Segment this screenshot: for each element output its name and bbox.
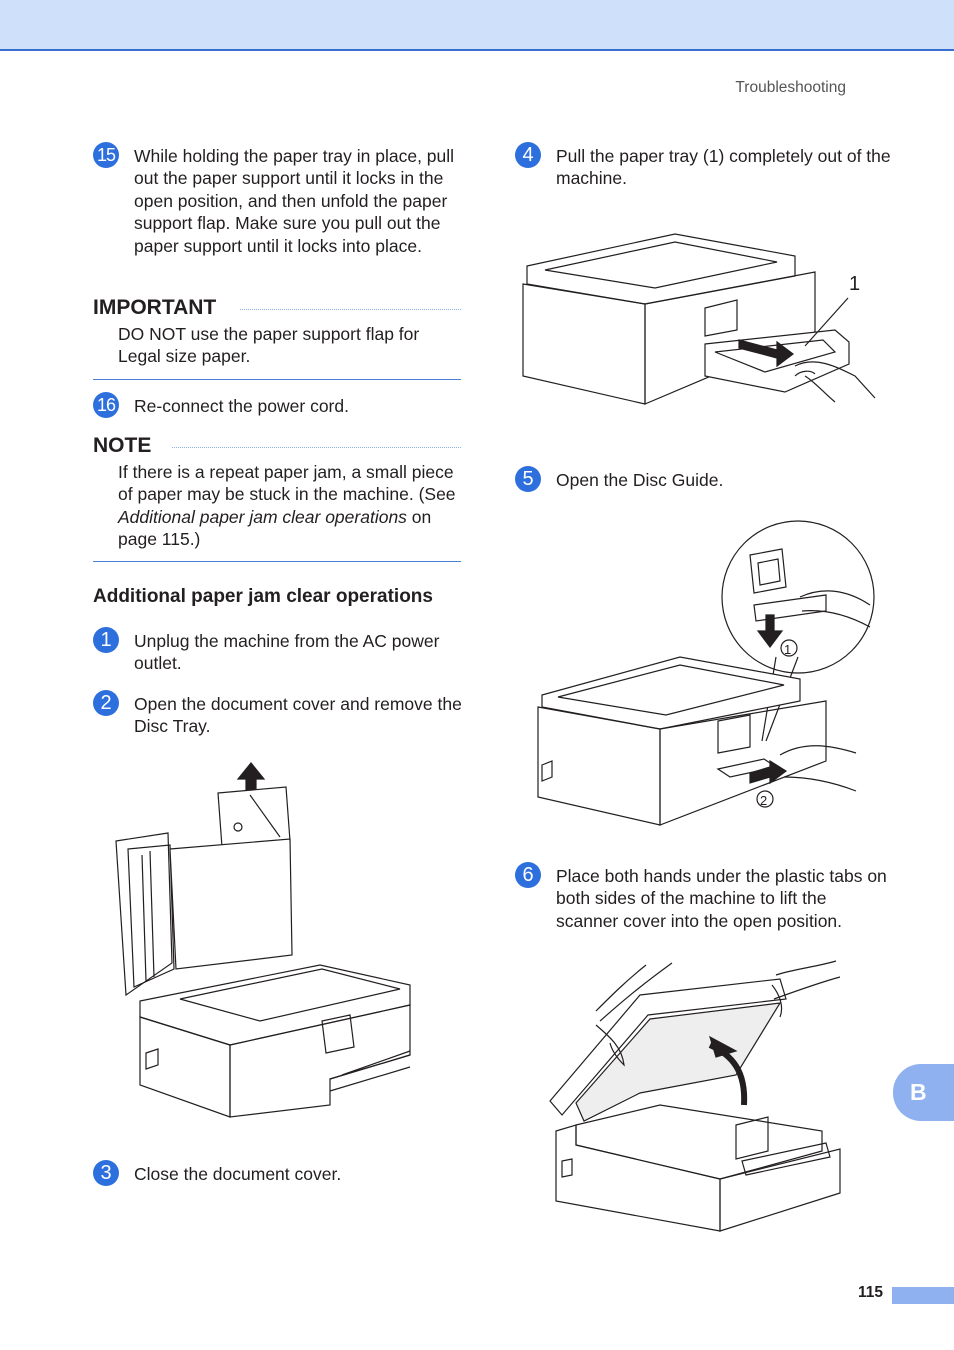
important-bottom-rule [93,379,461,380]
step-number-6: 6 [515,862,541,888]
step-4-text: Pull the paper tray (1) completely out o… [556,146,891,189]
note-text-after: on page 115.) [118,506,432,550]
step-1-text: Unplug the machine from the AC power out… [134,631,440,674]
step-15-text: While holding the paper tray in place, p… [134,146,455,256]
note-title: NOTE [93,434,152,457]
step-number-15: 15 [93,142,119,168]
figure-open-disc-guide: 1 2 [537,520,875,826]
important-title: IMPORTANT [93,296,217,319]
step-number-1: 1 [93,627,119,653]
step-number-4: 4 [515,142,541,168]
chapter-tab: B [893,1064,954,1121]
note-text-before: If there is a repeat paper jam, a small … [118,462,456,505]
step-number-5: 5 [515,466,541,492]
step-number-3: 3 [93,1160,119,1186]
step-5-text: Open the Disc Guide. [556,470,724,490]
figure-lift-scanner-cover [549,960,841,1232]
step-6-text: Place both hands under the plastic tabs … [556,866,887,931]
section-heading: Additional paper jam clear operations [93,586,433,607]
page-number: 115 [857,1284,883,1301]
note-cross-reference: Additional paper jam clear operations [118,506,407,527]
important-title-rule [240,309,461,310]
step-16-text: Re-connect the power cord. [134,396,349,416]
running-title: Troubleshooting [735,79,846,96]
note-bottom-rule [93,561,461,562]
note-title-rule [172,447,461,448]
figure-pull-out-paper-tray: 1 [522,233,876,405]
page-number-bar [892,1287,954,1304]
callout-1-label: 1 [849,273,860,295]
step-2-text: Open the document cover and remove the D… [134,694,462,737]
important-text: DO NOT use the paper support flap for Le… [118,324,420,367]
step-number-2: 2 [93,690,119,716]
header-band [0,0,954,51]
callout-2-circled-label: 2 [760,793,767,808]
note-text: If there is a repeat paper jam, a small … [118,461,463,551]
step-number-16: 16 [93,392,119,418]
step-3-text: Close the document cover. [134,1164,342,1184]
figure-open-document-cover [115,762,411,1118]
callout-1-circled-label: 1 [784,642,791,657]
